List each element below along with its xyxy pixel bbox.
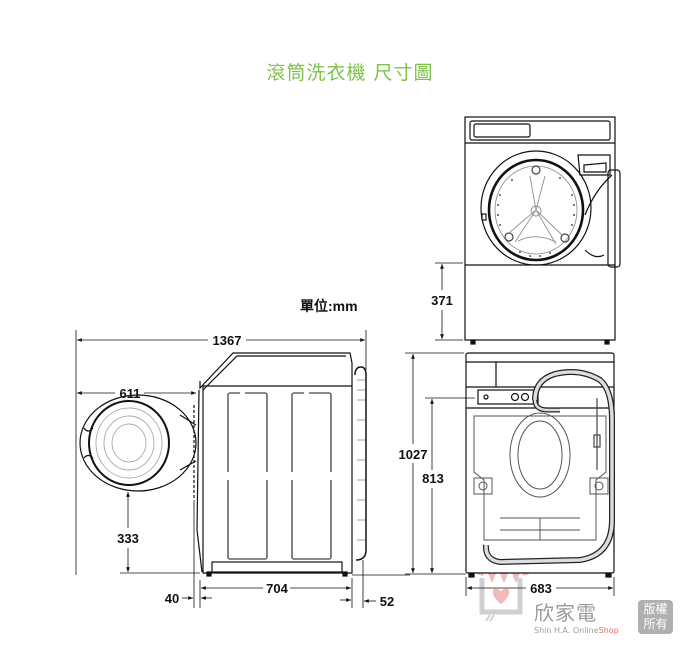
dim-683-label: 683 <box>530 581 552 596</box>
dim-611-label: 611 <box>120 386 141 401</box>
side-view <box>79 352 367 577</box>
dimension-rear-heights <box>405 352 475 575</box>
rear-view <box>465 352 615 578</box>
dimension-683 <box>465 577 615 596</box>
dimension-1367 <box>75 330 367 575</box>
dim-371-label: 371 <box>431 293 453 308</box>
dim-813-label: 813 <box>422 471 444 486</box>
dim-1027-label: 1027 <box>399 447 428 462</box>
dim-333-label: 333 <box>117 531 139 546</box>
unit-label: 單位:mm <box>300 298 358 314</box>
watermark-brand-cn: 欣家電 <box>534 601 597 625</box>
front-view <box>464 116 621 345</box>
dimension-371 <box>435 262 463 341</box>
watermark-copyright-badge: 版權 所有 <box>638 600 673 634</box>
dim-52-label: 52 <box>380 594 394 609</box>
watermark-brand-en: Shin H.A. OnlineShop <box>534 626 619 636</box>
watermark-brand-en-suffix: Shop <box>598 626 619 635</box>
dim-704-label: 704 <box>266 581 288 596</box>
watermark-brand-en-prefix: Shin H.A. Online <box>534 626 599 635</box>
dimension-333 <box>120 492 200 574</box>
dimension-bottom-side <box>182 500 410 608</box>
watermark-logo-icon <box>477 564 529 622</box>
page-title: 滾筒洗衣機 尺寸圖 <box>266 62 434 84</box>
dim-40-label: 40 <box>165 591 179 606</box>
watermark-badge-line1: 版權 <box>643 602 668 616</box>
watermark-badge-line2: 所有 <box>643 617 668 631</box>
dim-1367-label: 1367 <box>213 333 242 348</box>
